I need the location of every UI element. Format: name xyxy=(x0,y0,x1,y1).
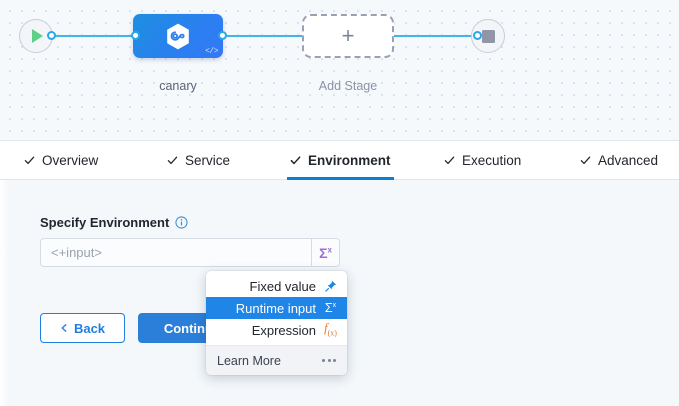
chevron-left-icon xyxy=(61,324,67,332)
pin-icon xyxy=(323,280,338,292)
tab-label: Overview xyxy=(42,153,99,168)
specify-environment-input[interactable]: <+input> xyxy=(51,245,102,260)
pipeline-canvas[interactable]: </> canary + Add Stage xyxy=(0,0,679,141)
sigma-x-icon: Σx xyxy=(324,300,337,315)
back-button-label: Back xyxy=(73,320,106,336)
dropdown-item-expression[interactable]: Expression f(x) xyxy=(206,319,347,341)
tab-label: Advanced xyxy=(598,153,659,168)
add-stage-node[interactable]: + xyxy=(302,14,394,58)
tab-label: Service xyxy=(185,153,231,168)
stage-node-canary[interactable]: </> xyxy=(133,14,223,58)
check-icon xyxy=(580,156,591,165)
connector-canary-out[interactable] xyxy=(218,31,227,40)
tab-advanced[interactable]: Advanced xyxy=(580,141,658,180)
dropdown-item-label: Expression xyxy=(251,322,316,338)
more-dots-icon xyxy=(322,359,336,362)
edge-start-to-canary xyxy=(52,35,142,37)
dropdown-item-runtime-input[interactable]: Runtime input Σx xyxy=(206,297,347,319)
field-label-text: Specify Environment xyxy=(40,215,170,230)
harness-infinity-icon xyxy=(167,23,189,49)
dropdown-learn-more[interactable]: Learn More xyxy=(206,345,347,375)
check-icon xyxy=(167,156,178,165)
stop-icon xyxy=(481,29,495,43)
stage-config-tabbar: Overview Service Environment Execution A xyxy=(0,141,679,180)
specify-environment-label: Specify Environment xyxy=(40,215,188,230)
check-icon xyxy=(24,156,35,165)
plus-icon: + xyxy=(341,23,355,48)
info-icon[interactable] xyxy=(175,216,188,229)
tab-label: Execution xyxy=(462,153,522,168)
dropdown-item-fixed-value[interactable]: Fixed value xyxy=(206,275,347,297)
tab-execution[interactable]: Execution xyxy=(444,141,521,180)
specify-environment-input-wrap[interactable]: <+input> Σx xyxy=(40,238,340,267)
tab-label: Environment xyxy=(308,153,391,168)
runtime-input-sigma-icon[interactable]: Σx xyxy=(311,239,339,266)
tab-environment[interactable]: Environment xyxy=(287,141,394,180)
tab-overview[interactable]: Overview xyxy=(24,141,98,180)
learn-more-label: Learn More xyxy=(217,353,281,368)
dropdown-item-label: Fixed value xyxy=(249,278,316,294)
dropdown-item-label: Runtime input xyxy=(235,300,316,316)
connector-end-in[interactable] xyxy=(473,31,482,40)
input-type-dropdown[interactable]: Fixed value Runtime input Σx Expression … xyxy=(206,271,347,375)
stage-label-canary: canary xyxy=(159,79,197,93)
tab-service[interactable]: Service xyxy=(167,141,230,180)
connector-start-out[interactable] xyxy=(47,31,56,40)
add-stage-label: Add Stage xyxy=(318,79,378,93)
fx-icon: f(x) xyxy=(324,321,337,338)
play-icon xyxy=(32,29,43,43)
back-button[interactable]: Back xyxy=(40,313,125,343)
connector-canary-in[interactable] xyxy=(131,31,140,40)
edge-canary-to-addstage xyxy=(222,35,312,37)
edge-addstage-to-end xyxy=(392,35,478,37)
check-icon xyxy=(290,156,301,165)
check-icon xyxy=(444,156,455,165)
code-icon: </> xyxy=(205,47,218,56)
